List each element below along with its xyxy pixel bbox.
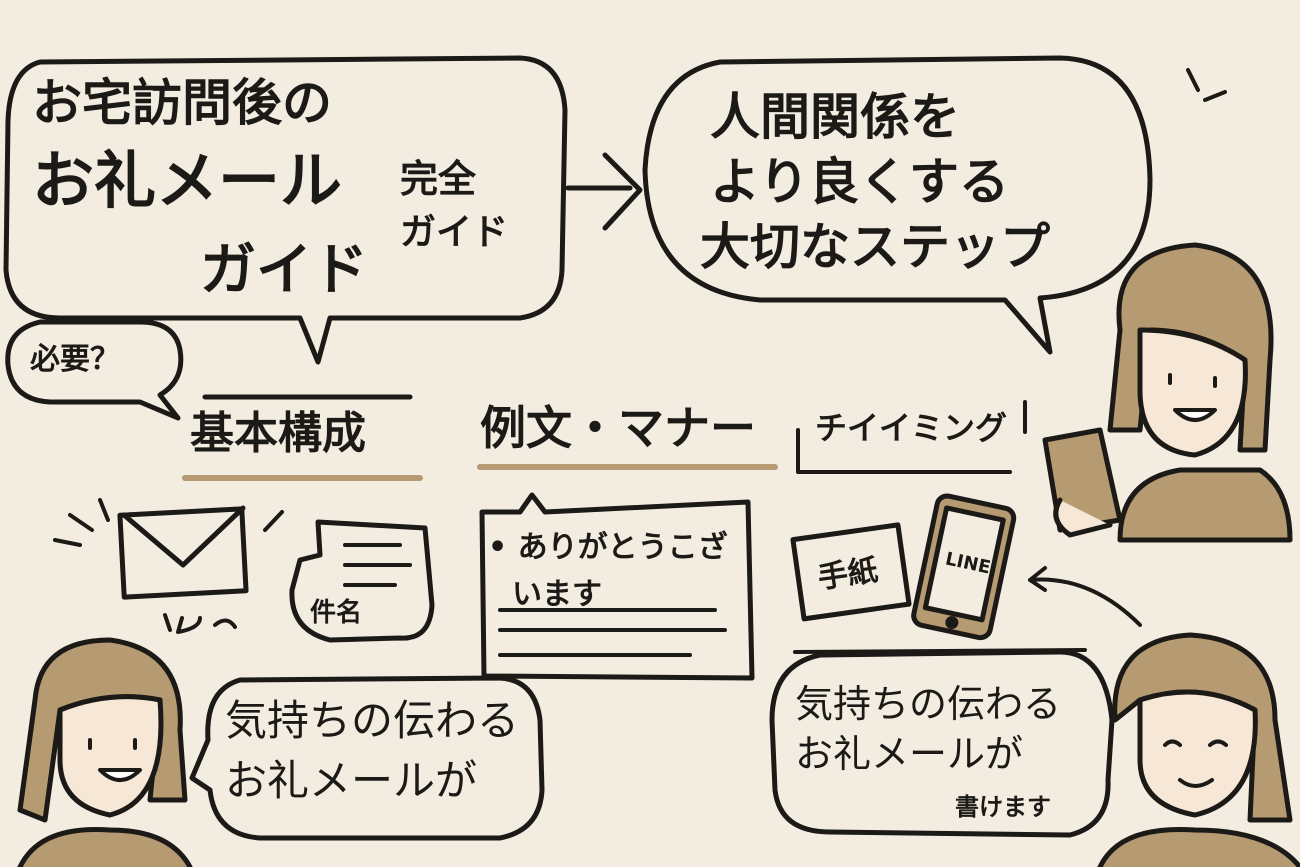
subtitle-speech-bubble xyxy=(642,55,1153,355)
arrow-right-icon xyxy=(565,152,643,231)
document-icon xyxy=(289,519,435,643)
title-line3: ガイド xyxy=(200,238,368,303)
subtitle-line1: 人間関係を xyxy=(710,88,960,146)
subtitle-line3: 大切なステップ xyxy=(700,218,1050,276)
section-example: 例文・マナー xyxy=(480,401,756,455)
question-text: 必要？ xyxy=(30,342,120,377)
phone-icon xyxy=(911,493,1017,641)
subject-label: 件名 xyxy=(310,598,363,628)
title-line2: お礼メール xyxy=(32,144,343,217)
sparkle-icon xyxy=(53,68,1227,547)
example-speech-box xyxy=(479,492,755,681)
question-speech-bubble xyxy=(5,319,184,421)
example-line2: います xyxy=(512,577,602,612)
person-top-right xyxy=(1042,242,1293,543)
letter-label: 手紙 xyxy=(815,553,881,597)
arrow-left-icon xyxy=(1028,566,1142,627)
bottom-left-line2: お礼メールが xyxy=(225,756,478,805)
bottom-left-speech-bubble xyxy=(189,675,545,841)
title-speech-bubble xyxy=(3,55,568,365)
example-line1: • ありがとうこざ xyxy=(488,530,728,565)
person-bottom-right xyxy=(1097,632,1300,867)
timing-bracket xyxy=(796,400,1027,474)
title-side1: 完全 xyxy=(400,157,477,201)
title-side2: ガイド xyxy=(400,212,509,253)
envelope-icon xyxy=(117,505,284,634)
person-bottom-left xyxy=(17,637,193,867)
subtitle-line2: より良くする xyxy=(710,153,1009,211)
bottom-right-line2: お礼メールが xyxy=(795,732,1024,776)
bottom-right-line1: 気持ちの伝わる xyxy=(795,682,1062,726)
bottom-right-line3: 書けます xyxy=(955,793,1051,821)
letter-card xyxy=(790,522,912,622)
section-timing: チイイミング xyxy=(815,409,1008,447)
section-basic: 基本構成 xyxy=(190,408,366,459)
title-line1: お宅訪問後の xyxy=(32,74,332,132)
bottom-right-speech-bubble xyxy=(769,649,1115,838)
bottom-left-line1: 気持ちの伝わる xyxy=(225,696,520,745)
